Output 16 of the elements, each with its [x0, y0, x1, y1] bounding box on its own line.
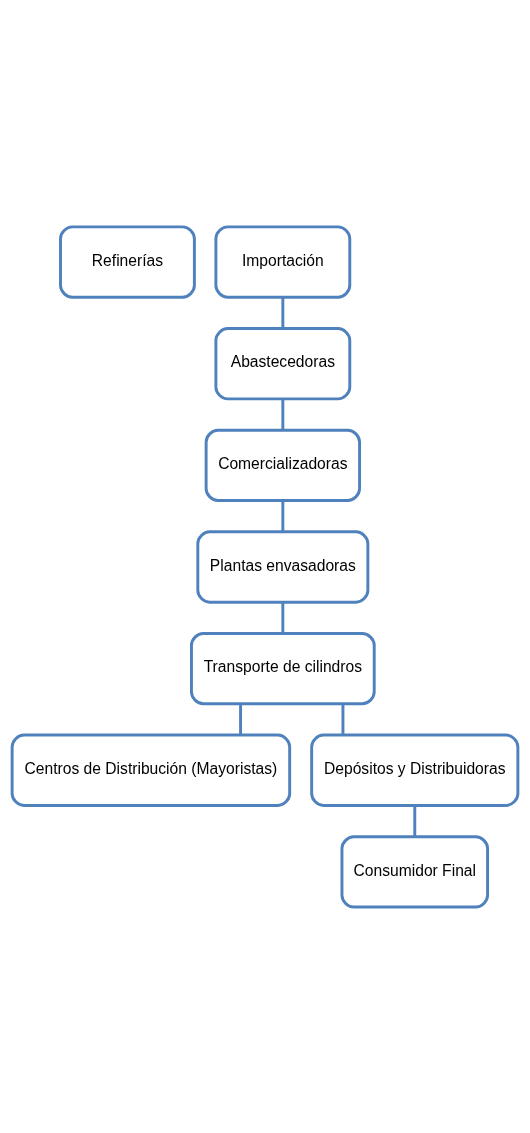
node-box: Plantas envasadoras: [196, 529, 370, 604]
node-box: Abastecedoras: [214, 326, 352, 400]
connector: [281, 601, 285, 633]
node-box: Transporte de cilindros: [190, 631, 376, 705]
node-box: Centros de Distribución (Mayoristas): [10, 733, 292, 807]
connector: [281, 500, 285, 532]
node-box: Refinerías: [59, 224, 196, 299]
node-box: Consumidor Final: [340, 834, 490, 909]
node-box: Importación: [214, 224, 352, 299]
connector: [281, 398, 285, 430]
connector: [281, 296, 285, 329]
connector: [341, 703, 345, 735]
node-box: Comercializadoras: [204, 428, 361, 502]
connector: [239, 703, 243, 735]
connector: [413, 805, 417, 837]
node-box: Depósitos y Distribuidoras: [310, 733, 520, 807]
